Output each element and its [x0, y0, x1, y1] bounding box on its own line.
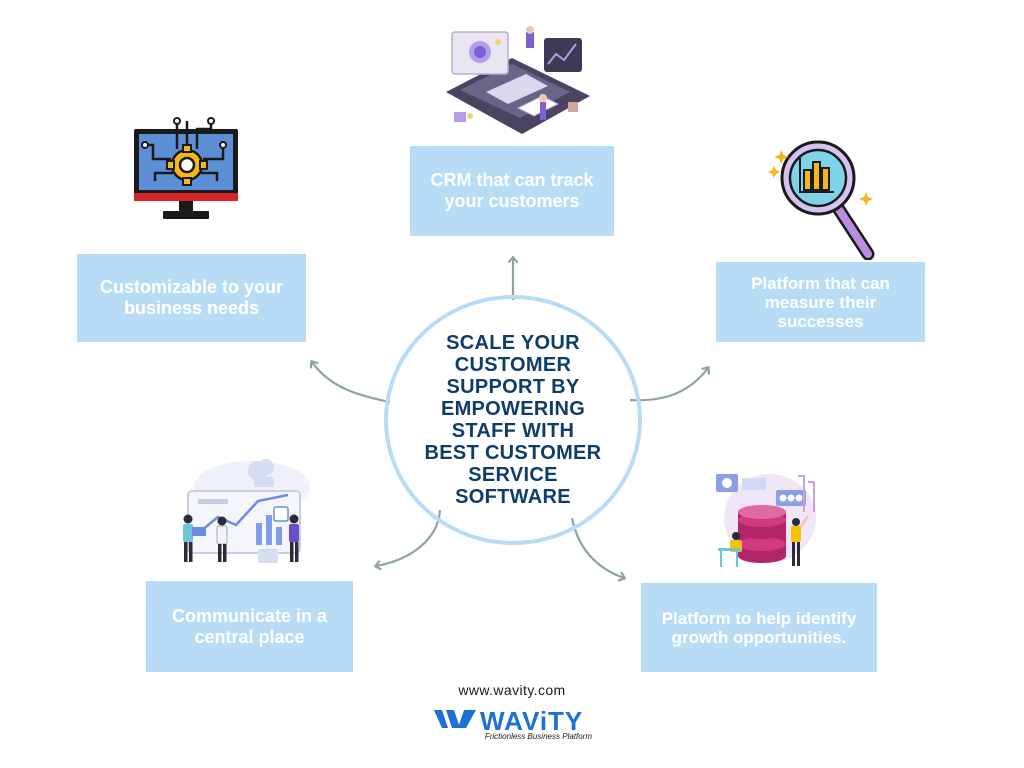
team-dashboard-illustration: [183, 459, 310, 563]
box-measure-label: Platform that can measure their successe…: [751, 273, 890, 331]
arrow-to-growth: [570, 517, 624, 578]
center-circle: SCALE YOUR CUSTOMER SUPPORT BY EMPOWERIN…: [384, 295, 642, 545]
box-customizable-label: Customizable to your business needs: [99, 277, 283, 318]
logo-tagline: Frictionless Business Platform: [484, 732, 592, 741]
box-crm: CRM that can track your customers: [410, 146, 614, 236]
arrow-to-customizable: [312, 362, 391, 404]
box-crm-label: CRM that can track your customers: [430, 170, 594, 211]
crm-dashboard-illustration: [446, 26, 590, 134]
box-customizable: Customizable to your business needs: [77, 254, 306, 342]
website-url[interactable]: www.wavity.com: [458, 682, 566, 698]
box-communicate: Communicate in a central place: [146, 581, 353, 672]
database-growth-illustration: [716, 474, 816, 567]
wavity-logo-mark-icon: [434, 710, 476, 728]
arrow-to-communicate: [376, 509, 442, 566]
magnifier-chart-icon: [768, 140, 875, 260]
arrow-to-measure: [629, 368, 708, 402]
box-measure: Platform that can measure their successe…: [716, 262, 925, 342]
box-growth-label: Platform to help identify growth opportu…: [661, 608, 857, 647]
box-growth: Platform to help identify growth opportu…: [641, 583, 877, 672]
center-title: SCALE YOUR CUSTOMER SUPPORT BY EMPOWERIN…: [424, 332, 602, 508]
logo-name: WAViTY: [480, 706, 584, 736]
wavity-logo: WAViTY Frictionless Business Platform: [432, 706, 592, 746]
box-communicate-label: Communicate in a central place: [171, 605, 328, 647]
monitor-gear-icon: [134, 117, 238, 219]
